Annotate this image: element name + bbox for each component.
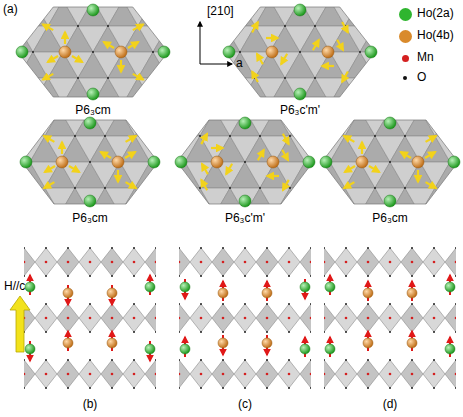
ho-4b-atom: [356, 156, 368, 168]
ho-2a-atom: [158, 46, 170, 58]
ho-2a-atom: [20, 156, 32, 168]
ho-4b-atom: [59, 46, 71, 58]
ho-4b-atom: [115, 46, 127, 58]
legend-swatch: [399, 8, 412, 21]
ho-2a-atom: [145, 282, 155, 292]
ho-2a-atom: [445, 344, 455, 354]
axis-label: [210]: [207, 5, 234, 18]
side-view: [146, 247, 344, 389]
ho-2a-atom: [448, 156, 460, 168]
ho-4b-atom: [218, 338, 228, 348]
space-group-label: P6₃cm: [72, 212, 108, 225]
ho-2a-atom: [180, 344, 190, 354]
space-group-label: P6₃c'm': [280, 104, 320, 117]
field-label: H//c: [4, 280, 25, 293]
ho-2a-atom: [325, 344, 335, 354]
axis-arrow: [200, 64, 232, 65]
ho-2a-atom: [84, 195, 96, 207]
ho-2a-atom: [87, 88, 99, 100]
ho-2a-atom: [303, 156, 315, 168]
ho-2a-atom: [445, 282, 455, 292]
ho-2a-atom: [180, 282, 190, 292]
ho-4b-atom: [363, 338, 373, 348]
ho-4b-atom: [56, 156, 68, 168]
field-arrow: [10, 296, 30, 352]
ho-2a-atom: [294, 4, 306, 16]
ho-2a-atom: [87, 4, 99, 16]
legend-swatch: [403, 76, 407, 80]
ho-2a-atom: [25, 344, 35, 354]
ab-plane-view: [64, 83, 463, 240]
ho-2a-atom: [175, 156, 187, 168]
ho-2a-atom: [148, 156, 160, 168]
ho-4b-atom: [218, 288, 228, 298]
legend-swatch: [402, 55, 409, 62]
ho-2a-atom: [300, 344, 310, 354]
ab-plane-view: [209, 83, 463, 240]
ho-2a-atom: [365, 46, 377, 58]
ho-2a-atom: [239, 195, 251, 207]
ho-4b-atom: [211, 156, 223, 168]
ho-2a-atom: [320, 156, 332, 168]
ho-2a-atom: [223, 46, 235, 58]
ho-2a-atom: [384, 195, 396, 207]
ho-2a-atom: [325, 282, 335, 292]
ho-4b-atom: [63, 338, 73, 348]
ho-4b-atom: [63, 288, 73, 298]
ho-2a-atom: [300, 282, 310, 292]
ho-2a-atom: [384, 117, 396, 129]
side-view: [0, 247, 189, 389]
ho-4b-atom: [107, 288, 117, 298]
ho-2a-atom: [84, 117, 96, 129]
ab-plane-view: [0, 0, 333, 130]
ab-plane-view: [0, 83, 330, 240]
ho-2a-atom: [16, 46, 28, 58]
ho-4b-atom: [262, 288, 272, 298]
panel-label: (b): [83, 398, 98, 411]
axis-label: a: [236, 57, 243, 70]
legend-label: O: [417, 71, 426, 84]
space-group-label: P6₃cm: [75, 104, 111, 117]
ho-4b-atom: [407, 288, 417, 298]
panel-label: (c): [238, 398, 252, 411]
space-group-label: P6₃cm: [372, 212, 408, 225]
panel-label: (a): [3, 3, 18, 16]
ho-4b-atom: [107, 338, 117, 348]
ho-2a-atom: [239, 117, 251, 129]
ho-4b-atom: [412, 156, 424, 168]
ab-plane-view: [119, 0, 463, 130]
ho-4b-atom: [266, 46, 278, 58]
ho-4b-atom: [112, 156, 124, 168]
legend-label: Mn: [417, 51, 434, 64]
legend-label: Ho(4b): [417, 29, 454, 42]
ho-4b-atom: [363, 288, 373, 298]
legend-swatch: [399, 30, 412, 43]
side-view: [291, 247, 463, 389]
ho-2a-atom: [294, 88, 306, 100]
ho-2a-atom: [145, 344, 155, 354]
ho-4b-atom: [322, 46, 334, 58]
panel-label: (d): [383, 398, 398, 411]
legend-label: Ho(2a): [417, 7, 454, 20]
ho-2a-atom: [25, 282, 35, 292]
ho-4b-atom: [267, 156, 279, 168]
space-group-label: P6₃c'm': [225, 212, 265, 225]
ho-4b-atom: [262, 338, 272, 348]
ho-4b-atom: [407, 338, 417, 348]
axis-arrow: [200, 22, 201, 64]
